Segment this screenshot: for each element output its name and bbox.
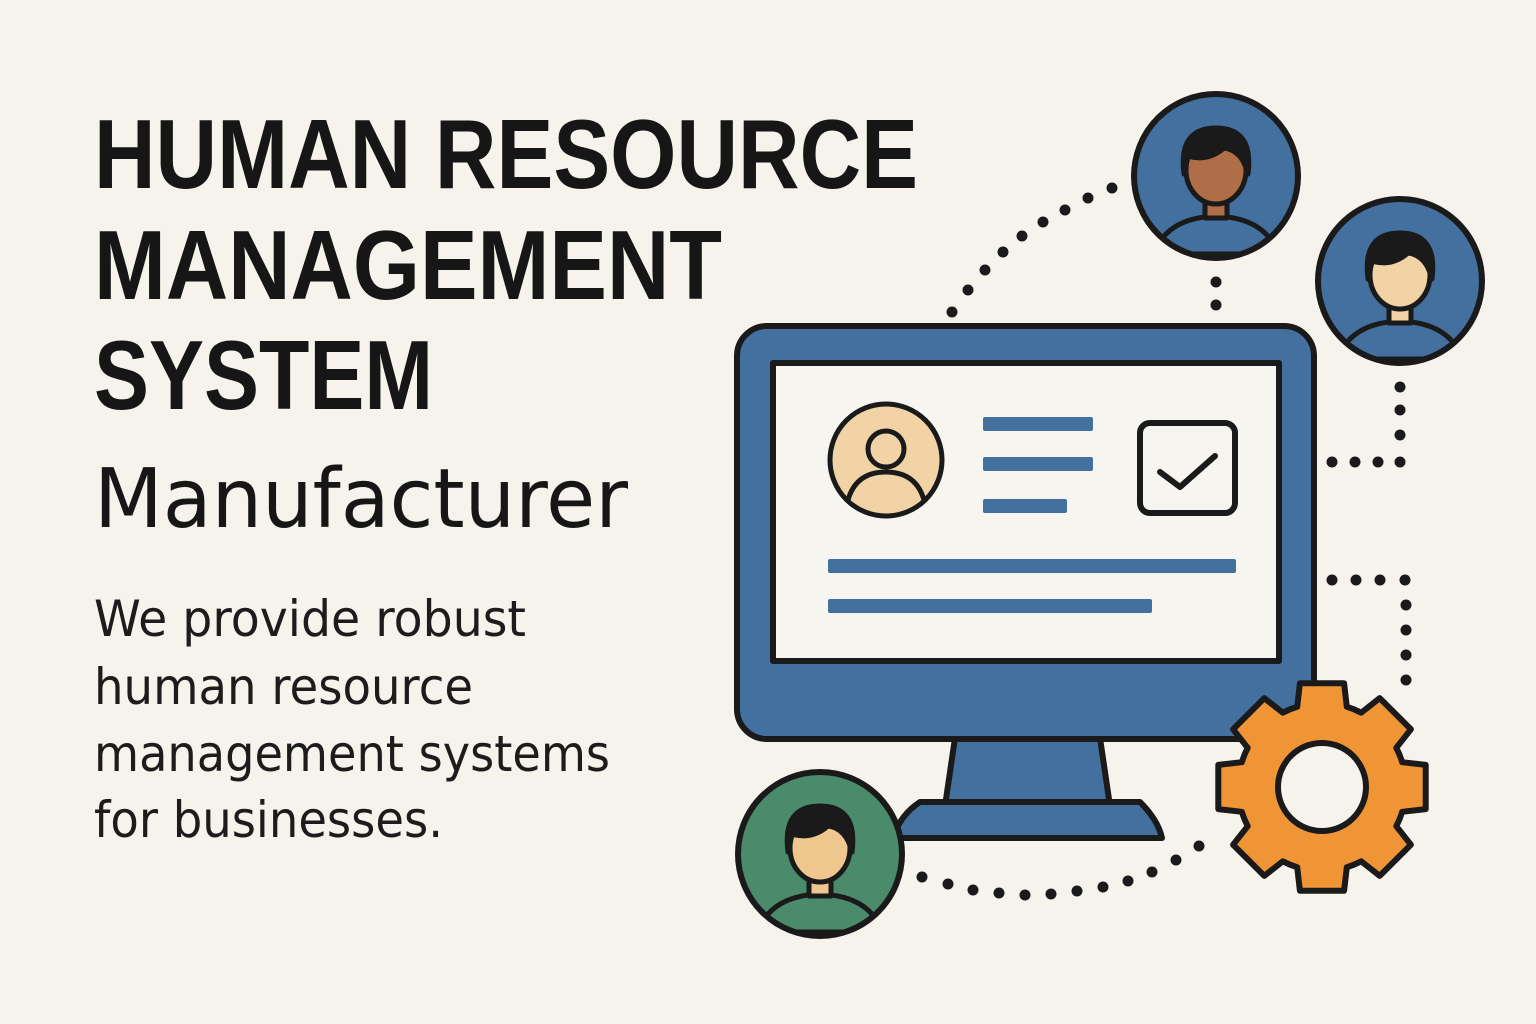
headline-line-1: HUMAN RESOURCE [94, 99, 918, 209]
connector-dot [1394, 429, 1406, 441]
connector-dot [942, 878, 954, 890]
connector-dot [1326, 574, 1338, 586]
connector-dot [1394, 404, 1406, 416]
connector-dot [1210, 299, 1222, 311]
connector-dot [1122, 875, 1134, 887]
connector-dot [1059, 204, 1071, 216]
connector-dot [1106, 182, 1118, 194]
connector-dot [1400, 674, 1412, 686]
connector-dot [1400, 649, 1412, 661]
description-line-2: human resource [94, 658, 473, 716]
connector-dot [1350, 574, 1362, 586]
connector-dot [1193, 840, 1205, 852]
connector-dot [946, 306, 958, 318]
connector-dot [962, 284, 974, 296]
gear-icon [1215, 680, 1429, 894]
connector-dot [1399, 574, 1411, 586]
connector-dot [1210, 276, 1222, 288]
headline-line-3: SYSTEM [94, 320, 433, 430]
connector-dot [1394, 456, 1406, 468]
connector-dot [1071, 885, 1083, 897]
connector-dot [1170, 854, 1182, 866]
connector-dot [1400, 624, 1412, 636]
connector-dot [1037, 216, 1049, 228]
connector-dot [1097, 881, 1109, 893]
connector-dot [979, 264, 991, 276]
description-line-3: management systems [94, 725, 610, 783]
connector-dot [916, 871, 928, 883]
connector-dot [1372, 456, 1384, 468]
connector-dot [1019, 889, 1031, 901]
checkbox-icon [1137, 420, 1238, 516]
screen-text-lines [828, 417, 1236, 613]
description-line-1: We provide robust [94, 590, 526, 648]
subtitle: Manufacturer [94, 452, 628, 547]
connector-dot [1374, 574, 1386, 586]
person-avatar-right-icon [1315, 196, 1485, 366]
connector-dot [1045, 888, 1057, 900]
connector-dot [967, 884, 979, 896]
person-avatar-bottom-left-icon [735, 769, 905, 939]
connector-dot [993, 887, 1005, 899]
profile-card-icon [827, 401, 945, 519]
description-line-4: for businesses. [94, 791, 443, 849]
connector-dot [1326, 456, 1338, 468]
connector-dot [1016, 230, 1028, 242]
person-avatar-top-icon [1131, 91, 1301, 261]
connector-dot [1349, 456, 1361, 468]
connector-dot [1400, 599, 1412, 611]
dotted-connectors [916, 182, 1412, 901]
connector-dot [1082, 192, 1094, 204]
connector-dot [1394, 381, 1406, 393]
headline-line-2: MANAGEMENT [94, 210, 722, 320]
connector-dot [997, 246, 1009, 258]
connector-dot [1146, 866, 1158, 878]
